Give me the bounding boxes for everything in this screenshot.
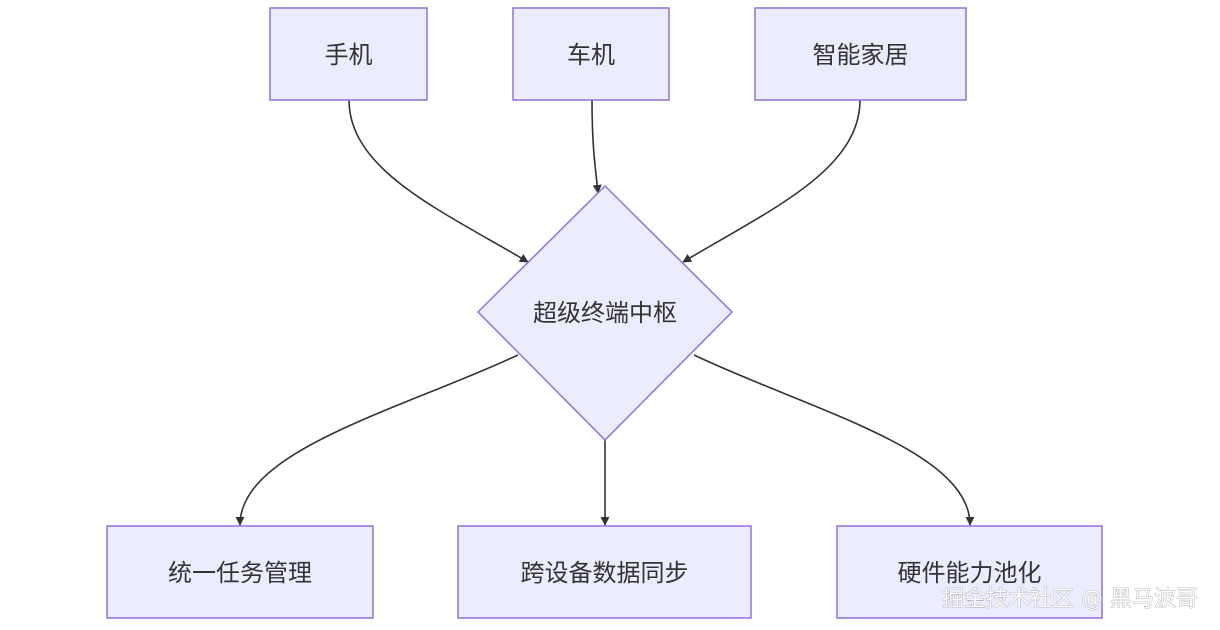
edge-phone-to-hub bbox=[348, 99, 529, 263]
node-data-sync-label: 跨设备数据同步 bbox=[521, 559, 689, 587]
node-task-mgmt: 统一任务管理 bbox=[106, 525, 374, 619]
edge-hub-to-hw-pool bbox=[693, 354, 975, 526]
node-car: 车机 bbox=[512, 7, 670, 101]
node-smart-home-label: 智能家居 bbox=[813, 41, 909, 69]
node-smart-home: 智能家居 bbox=[754, 7, 967, 101]
node-hw-pool-label: 硬件能力池化 bbox=[898, 559, 1042, 587]
node-hub-label: 超级终端中枢 bbox=[533, 299, 677, 327]
edge-car-to-hub bbox=[591, 99, 602, 194]
watermark-text: 掘金技术社区 @ 黑马波哥 bbox=[942, 587, 1198, 612]
edge-hub-to-task-mgmt bbox=[235, 354, 519, 526]
node-phone: 手机 bbox=[269, 7, 428, 101]
node-car-label: 车机 bbox=[567, 41, 615, 69]
node-hub: 超级终端中枢 bbox=[476, 184, 734, 442]
node-data-sync: 跨设备数据同步 bbox=[457, 525, 752, 619]
node-task-mgmt-label: 统一任务管理 bbox=[168, 559, 312, 587]
node-phone-label: 手机 bbox=[325, 41, 373, 69]
node-hw-pool: 硬件能力池化 bbox=[836, 525, 1103, 619]
edge-smart-home-to-hub bbox=[682, 99, 861, 263]
